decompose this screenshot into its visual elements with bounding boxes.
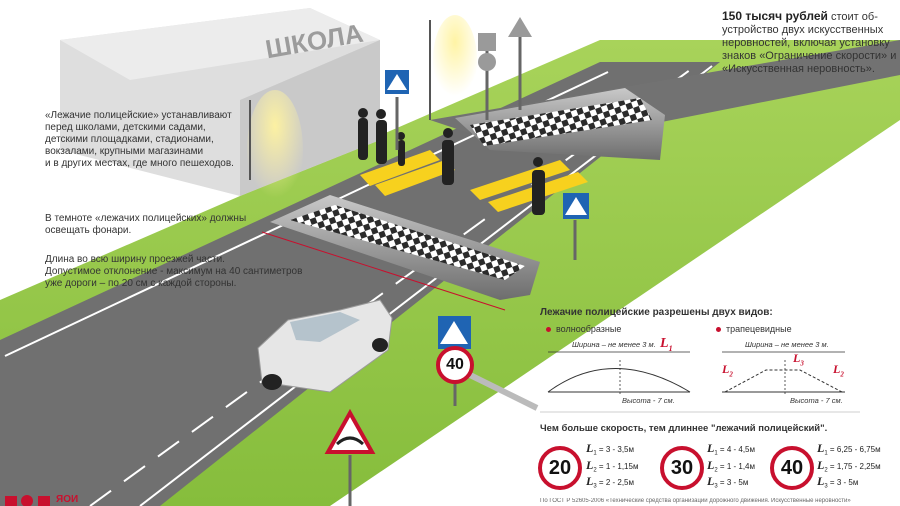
wave-profile-diagram (547, 351, 691, 396)
trapezoid-label: трапецевидные (726, 324, 792, 334)
wave-l1-label: L1 (660, 336, 673, 353)
trapezoid-l3: L3 (793, 351, 804, 368)
speed-bump-far (455, 88, 665, 160)
logo (5, 495, 50, 506)
placement-note: «Лежачие полицейские» устанавливают пере… (45, 110, 234, 169)
pedestrians (358, 108, 545, 215)
wave-height-note: Высота - 7 см. (622, 396, 675, 405)
length-note: Длина во всю ширину проезжей части. Допу… (45, 254, 303, 289)
car (257, 299, 393, 393)
wave-width-note: Ширина – не менее 3 м. (572, 340, 656, 349)
trapezoid-l2-left: L2 (722, 362, 733, 379)
speed-title: Чем больше скорость, тем длиннее "лежачи… (540, 423, 828, 434)
types-title: Лежачие полицейские разрешены двух видов… (540, 307, 773, 318)
crosswalk-near (360, 150, 455, 196)
speed-specs-30: L1 = 4 - 4,5м L2 = 1 - 1,4м L3 = 3 - 5м (707, 441, 755, 490)
speed-specs-40: L1 = 6,25 - 6,75м L2 = 1,75 - 2,25м L3 =… (817, 441, 881, 490)
speed-sign-30: 30 (660, 446, 704, 490)
speed-sign-20: 20 (538, 446, 582, 490)
trapezoid-bullet (716, 327, 721, 332)
trapezoid-l2-right: L2 (833, 362, 844, 379)
cost-note-line5: «Искусственная неровность». (722, 63, 875, 75)
cost-note-amount: 150 тысяч рублей (722, 9, 828, 23)
speed-bump-near (270, 195, 540, 300)
speed-sign-40: 40 (770, 446, 814, 490)
trapezoid-profile-diagram (722, 351, 845, 396)
speed-limit-sign-road: 40 (436, 346, 474, 384)
cost-note-line1: стоит об- (831, 11, 878, 23)
trapezoid-height-note: Высота - 7 см. (790, 396, 843, 405)
speed-specs-20: L1 = 3 - 3,5м L2 = 1 - 1,15м L3 = 2 - 2,… (586, 441, 639, 490)
cost-note-line3: неровностей, включая установку (722, 37, 890, 49)
lighting-note: В темноте «лежачих полицейских» должны о… (45, 213, 247, 236)
cost-note: 150 тысяч рублей стоит об- устройство дв… (722, 10, 898, 76)
logo-text: ЯОИ (56, 494, 79, 505)
cost-note-line2: устройство двух искусственных (722, 24, 884, 36)
footnote: По ГОСТ Р 52605-2006 «Технические средст… (540, 498, 851, 504)
wave-label: волнообразные (556, 324, 622, 334)
cost-note-line4: знаков «Ограничение скорости» и (722, 50, 897, 62)
trapezoid-width-note: Ширина – не менее 3 м. (745, 340, 829, 349)
wave-bullet (546, 327, 551, 332)
